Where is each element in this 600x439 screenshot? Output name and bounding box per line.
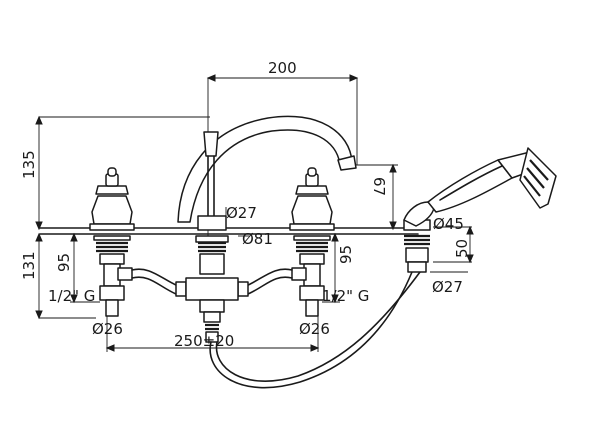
dimension-labels: 200 135 131 95 95 67 Ø27 Ø81 Ø45 50 Ø27 … bbox=[20, 59, 471, 350]
right-valve bbox=[289, 167, 335, 317]
dim-height-above-deck: 135 bbox=[20, 150, 38, 179]
handshower-hose bbox=[209, 271, 421, 389]
dimension-lines bbox=[35, 74, 474, 352]
dim-handshower-holder-diameter: Ø45 bbox=[433, 215, 464, 233]
dim-inlet-diameter-right: Ø26 bbox=[299, 320, 330, 338]
dim-inlet-thread-right: 1/2" G bbox=[322, 287, 369, 305]
dim-handshower-connector-diameter: Ø27 bbox=[432, 278, 463, 296]
dim-centre-distance: 250±20 bbox=[174, 332, 234, 350]
dim-valve-body-height-right: 95 bbox=[337, 245, 355, 264]
handshower bbox=[403, 147, 557, 227]
dim-inlet-thread-left: 1/2" G bbox=[48, 287, 95, 305]
dim-spout-reach: 67 bbox=[370, 177, 388, 196]
dim-spout-base-diameter: Ø81 bbox=[242, 230, 273, 248]
dim-valve-body-height-left: 95 bbox=[55, 253, 73, 272]
spout-lock-nut bbox=[195, 235, 229, 275]
left-valve bbox=[89, 167, 135, 317]
dim-top-width: 200 bbox=[268, 59, 297, 77]
dim-height-below-deck: 131 bbox=[20, 251, 38, 280]
dim-inlet-diameter-left: Ø26 bbox=[92, 320, 123, 338]
dim-spout-diameter: Ø27 bbox=[226, 204, 257, 222]
dim-handshower-holder-height: 50 bbox=[453, 239, 471, 258]
spout bbox=[177, 115, 357, 275]
handshower-holder bbox=[403, 219, 431, 273]
connecting-hoses bbox=[117, 267, 307, 343]
